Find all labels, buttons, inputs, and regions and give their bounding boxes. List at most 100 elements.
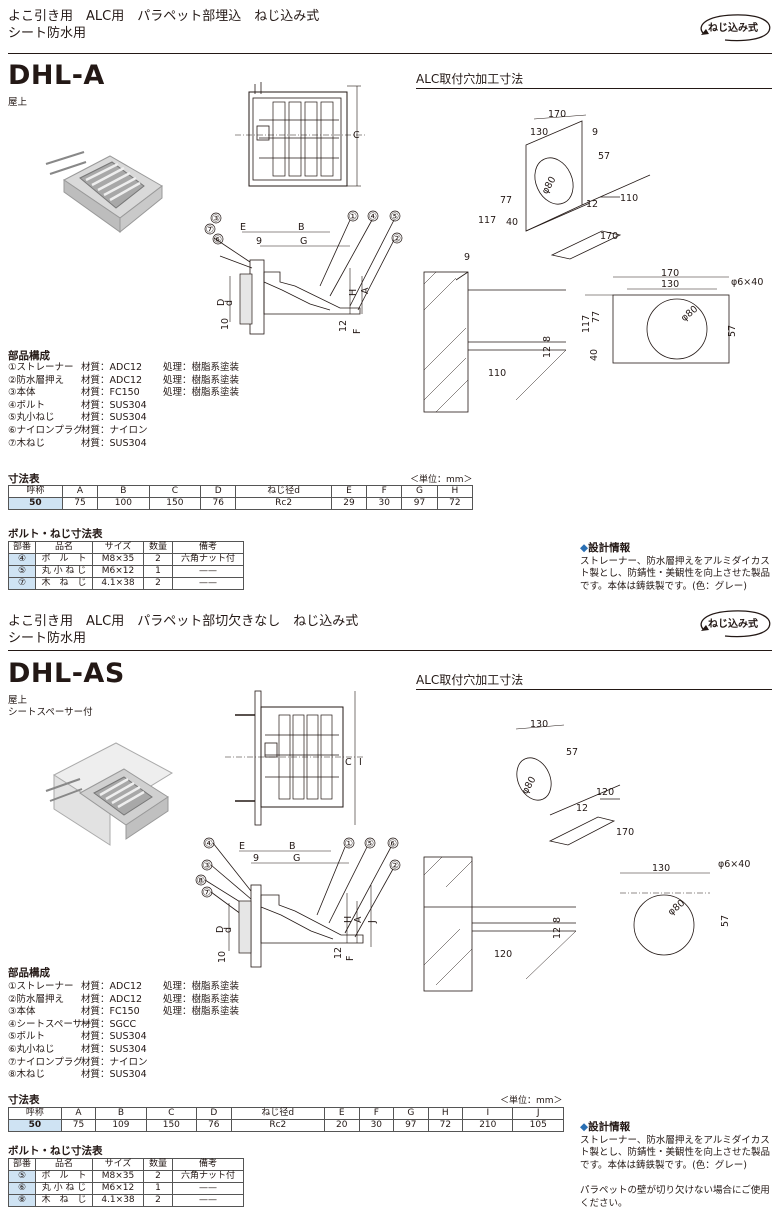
plan-dim-phi80: φ80	[666, 898, 687, 918]
badge-outline-icon	[700, 610, 771, 638]
dim-label-10: 10	[220, 318, 231, 330]
bolt-table-header: 部番品名サイズ数量備考	[8, 1158, 244, 1171]
callout-6: ⑥	[389, 839, 398, 850]
dim-label-e: E	[240, 222, 246, 233]
callout-7: ⑦	[203, 888, 212, 899]
dim-label-b: B	[289, 841, 296, 852]
alc-dim-77: 77	[500, 195, 512, 206]
dim-label-d-lower: d	[224, 300, 235, 306]
product-section-dhl-as: よこ引き用 ALC用 パラペット部切欠きなし ねじ込み式 シート防水用 ねじ込み…	[0, 605, 780, 1219]
alc-title: ALC取付穴加工寸法	[416, 673, 524, 687]
model-number: DHL-AS	[8, 658, 125, 689]
callout-1: ①	[349, 212, 358, 223]
alc-title-rule	[416, 88, 772, 89]
alc-dim-12: 12	[576, 803, 588, 814]
design-info: ◆設計情報 ストレーナー、防水層押えをアルミダイカスト製とし、防錆性・美観性を向…	[580, 1121, 776, 1172]
sec-dim-110: 110	[488, 368, 506, 379]
callout-5: ⑤	[366, 839, 375, 850]
design-info-text: ストレーナー、防水層押えをアルミダイカスト製とし、防錆性・美観性を向上させた製品…	[580, 1134, 771, 1171]
plan-dim-phi6x40: φ6×40	[718, 859, 750, 870]
dim-label-9: 9	[256, 236, 262, 247]
design-info-title: ◆設計情報	[580, 1121, 631, 1133]
sec-dim-8: 8	[552, 917, 563, 923]
dim-label-g: G	[300, 236, 307, 247]
dim-label-i: I	[359, 757, 362, 768]
dim-label-12: 12	[333, 947, 344, 959]
header-rule	[8, 650, 772, 651]
bolt-table-title: ボルト・ねじ寸法表	[8, 1145, 103, 1157]
badge-label: ねじ込み式	[708, 619, 758, 630]
alc-section-drawing: 8 12 120	[423, 856, 577, 992]
sec-dim-12: 12	[542, 346, 553, 358]
callout-2: ②	[391, 861, 400, 872]
side-section-drawing: ③ ⑦ ⑥ ① ④ ⑤ ② E B 9 G	[204, 210, 403, 335]
plan-dim-77: 77	[591, 311, 602, 323]
dim-label-10: 10	[217, 951, 228, 963]
dimension-table-title: 寸法表	[8, 473, 40, 485]
plan-dim-phi6x40: φ6×40	[731, 277, 763, 288]
bolt-table-header: 部番品名サイズ数量備考	[8, 541, 244, 554]
alc-dim-57: 57	[598, 151, 610, 162]
badge-label: ねじ込み式	[708, 23, 758, 34]
dim-label-9: 9	[253, 853, 259, 864]
plan-dim-170: 170	[661, 268, 679, 279]
callout-3: ③	[203, 861, 212, 872]
design-info: ◆設計情報 ストレーナー、防水層押えをアルミダイカスト製とし、防錆性・美観性を向…	[580, 542, 776, 593]
diamond-icon: ◆	[580, 542, 589, 554]
usage-accessory: シートスペーサー付	[8, 707, 93, 718]
alc-dim-phi80: φ80	[540, 175, 559, 196]
sec-dim-120: 120	[494, 949, 512, 960]
product-section-dhl-a: よこ引き用 ALC用 パラペット部埋込 ねじ込み式 シート防水用 ねじ込み式 D…	[0, 0, 780, 600]
plan-dim-130: 130	[652, 863, 670, 874]
callout-7: ⑦	[206, 225, 215, 236]
screw-type-badge: ねじ込み式	[695, 608, 771, 638]
alc-dim-170b: 170	[600, 231, 618, 242]
alc-plan-drawing: 170 130 φ6×40 117 77 40 57 φ80	[581, 268, 763, 364]
header-line-2: シート防水用	[8, 26, 87, 41]
parts-title: 部品構成	[8, 350, 50, 362]
callout-6: ⑥	[214, 235, 223, 246]
diamond-icon: ◆	[580, 1121, 589, 1133]
dim-label-c: C	[345, 757, 352, 768]
plan-dim-130: 130	[661, 279, 679, 290]
usage-label: 屋上 シートスペーサー付	[8, 695, 93, 719]
dim-label-12: 12	[338, 320, 349, 332]
dim-label-e: E	[239, 841, 245, 852]
dim-label-b: B	[298, 222, 305, 233]
alc-dim-120: 120	[596, 787, 614, 798]
front-view-drawing: C I	[225, 690, 365, 826]
dim-label-h: H	[343, 916, 354, 923]
product-photo	[45, 151, 163, 234]
usage-location: 屋上	[8, 695, 28, 706]
design-info-text: ストレーナー、防水層押えをアルミダイカスト製とし、防錆性・美観性を向上させた製品…	[580, 555, 771, 592]
header-line-1: よこ引き用 ALC用 パラペット部埋込 ねじ込み式	[8, 9, 320, 24]
alc-dim-110: 110	[620, 193, 638, 204]
callout-1: ①	[345, 839, 354, 850]
sec-dim-8: 8	[542, 336, 553, 342]
dim-label-a: A	[360, 287, 371, 294]
plan-dim-57: 57	[727, 325, 738, 337]
alc-dim-9: 9	[592, 127, 598, 138]
dimension-table-title: 寸法表	[8, 1094, 40, 1106]
dim-label-a: A	[353, 916, 364, 923]
product-photo	[45, 742, 174, 846]
plan-dim-40: 40	[589, 349, 600, 361]
sec-dim-12: 12	[552, 927, 563, 939]
dim-label-g: G	[293, 853, 300, 864]
side-section-drawing: ④ ③ ⑧ ⑦ ① ⑤ ⑥ ② E B 9 G H	[195, 837, 401, 968]
bolt-table-title: ボルト・ねじ寸法表	[8, 528, 103, 540]
callout-2: ②	[393, 234, 402, 245]
callout-8: ⑧	[197, 876, 206, 887]
header-line-1: よこ引き用 ALC用 パラペット部切欠きなし ねじ込み式	[8, 614, 359, 629]
plan-dim-57: 57	[720, 915, 731, 927]
